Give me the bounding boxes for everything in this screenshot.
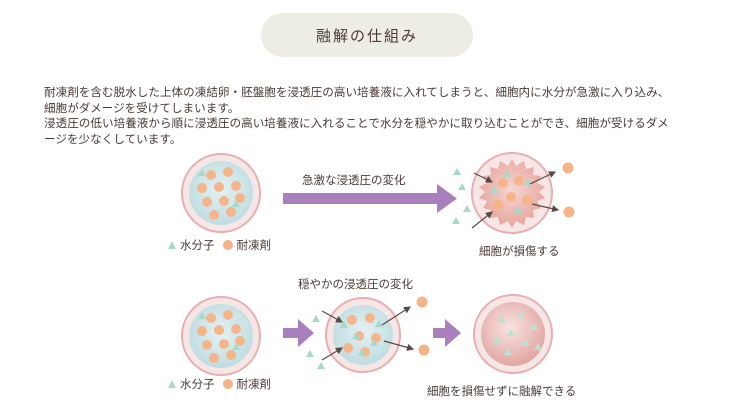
section-title-pill: 融解の仕組み bbox=[261, 13, 473, 57]
top-frozen-cell bbox=[181, 153, 261, 233]
top-arrow bbox=[283, 184, 457, 213]
intro-line-2: 浸透圧の低い培養液から順に浸透圧の高い培養液に入れることで水分を穏やかに取り込む… bbox=[44, 116, 669, 146]
water-molecule-icon bbox=[168, 380, 176, 388]
top-damaged-cell bbox=[452, 152, 575, 234]
bottom-result-label: 細胞を損傷せずに融解できる bbox=[427, 384, 577, 398]
top-legend: 水分子 耐凍剤 bbox=[168, 237, 271, 253]
bottom-frozen-cell bbox=[181, 296, 261, 376]
bottom-middle-cell bbox=[306, 296, 430, 373]
top-result-label: 細胞が損傷する bbox=[479, 244, 560, 258]
intro-paragraph: 耐凍剤を含む脱水した上体の凍結卵・胚盤胞を浸透圧の高い培養液に入れてしまうと、細… bbox=[44, 85, 674, 147]
bottom-arrow-1 bbox=[283, 319, 314, 347]
bottom-arrow-label: 穏やかの浸透圧の変化 bbox=[298, 277, 413, 291]
top-arrow-label: 急激な浸透圧の変化 bbox=[302, 173, 406, 187]
bottom-arrow-2 bbox=[433, 319, 461, 347]
legend-water-label: 水分子 bbox=[180, 377, 215, 391]
water-molecule-icon bbox=[168, 241, 176, 249]
bottom-thawed-cell bbox=[473, 294, 553, 374]
cryoprotectant-icon bbox=[222, 379, 233, 389]
legend-cryoprotectant-label: 耐凍剤 bbox=[236, 238, 272, 252]
bottom-legend: 水分子 耐凍剤 bbox=[168, 376, 271, 392]
legend-water-label: 水分子 bbox=[180, 238, 215, 252]
section-title: 融解の仕組み bbox=[315, 26, 418, 45]
intro-line-1: 耐凍剤を含む脱水した上体の凍結卵・胚盤胞を浸透圧の高い培養液に入れてしまうと、細… bbox=[44, 85, 670, 115]
legend-cryoprotectant-label: 耐凍剤 bbox=[236, 377, 272, 391]
cryoprotectant-icon bbox=[222, 240, 233, 250]
